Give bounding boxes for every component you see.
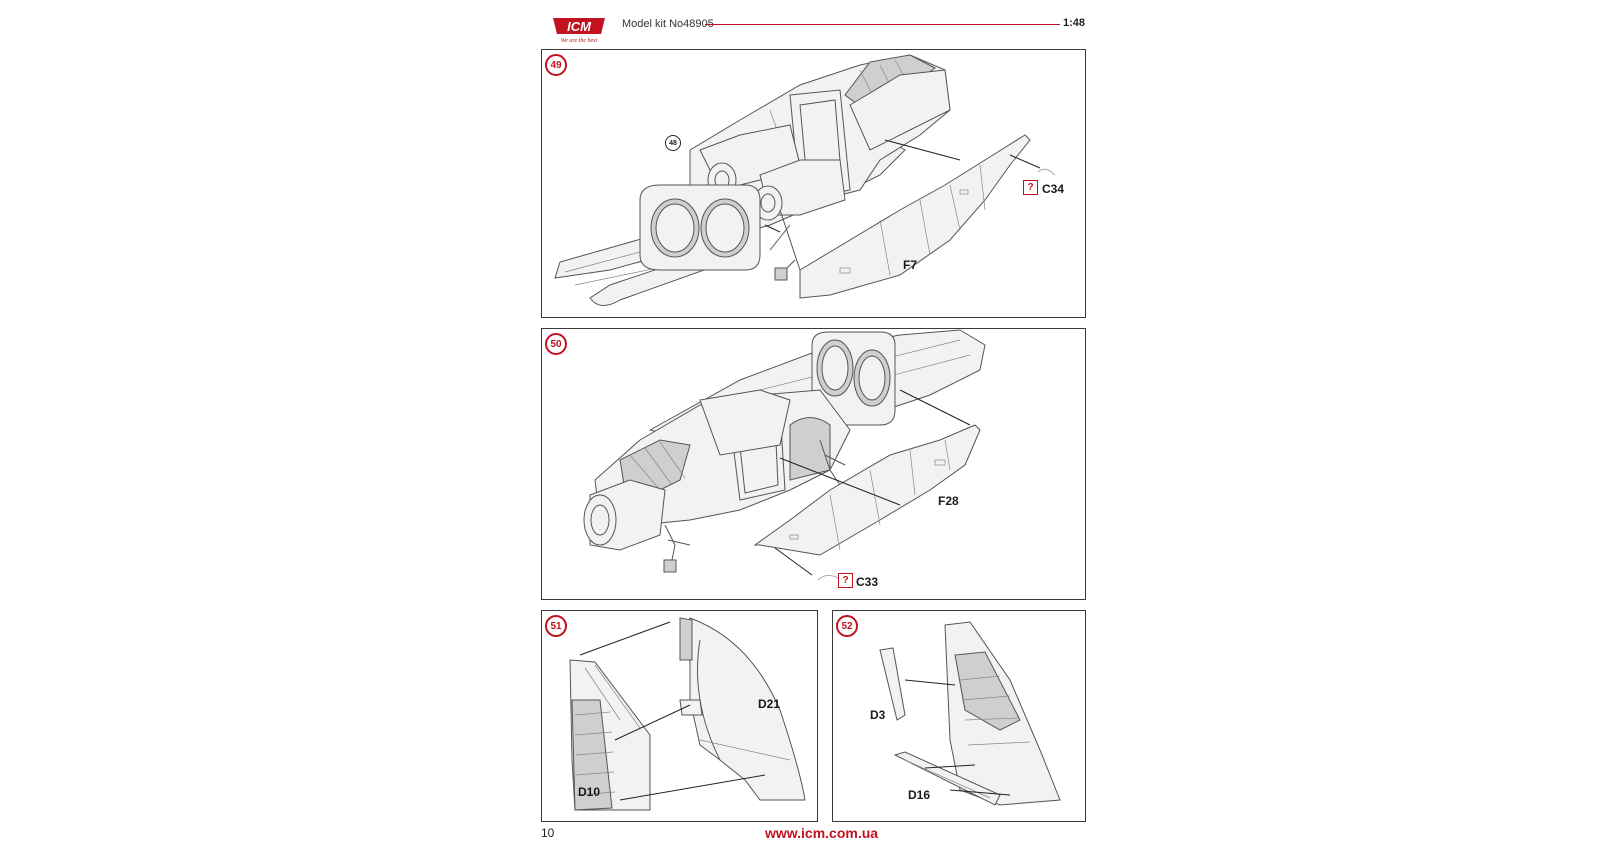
website-link[interactable]: www.icm.com.ua <box>765 825 879 841</box>
step-49-option-mark: ? <box>1023 180 1038 195</box>
step-52-part-d16: D16 <box>908 788 931 802</box>
page-number: 10 <box>541 826 555 840</box>
step-49-ref-badge: 48 <box>665 135 681 151</box>
icm-logo: ICM We are the best <box>553 18 605 44</box>
model-kit-number: Model kit No48905 <box>622 18 714 30</box>
header-rule <box>705 24 1060 25</box>
step-49-part-c34: C34 <box>1042 182 1065 196</box>
step-50-part-c33: C33 <box>856 575 879 589</box>
step-49-part-f7: F7 <box>903 258 918 272</box>
step-51-part-d21: D21 <box>758 697 781 711</box>
scale-label: 1:48 <box>1063 17 1086 29</box>
logo-tagline: We are the best <box>561 38 598 44</box>
step-50-option-mark: ? <box>838 573 853 588</box>
step-51-badge: 51 <box>545 615 567 637</box>
step-50-badge: 50 <box>545 333 567 355</box>
step-50-part-f28: F28 <box>938 494 959 508</box>
step-52-badge: 52 <box>836 615 858 637</box>
step-51-part-d10: D10 <box>578 785 601 799</box>
step-52-part-d3: D3 <box>870 708 886 722</box>
step-49-badge: 49 <box>545 54 567 76</box>
logo-brand: ICM <box>567 19 592 34</box>
